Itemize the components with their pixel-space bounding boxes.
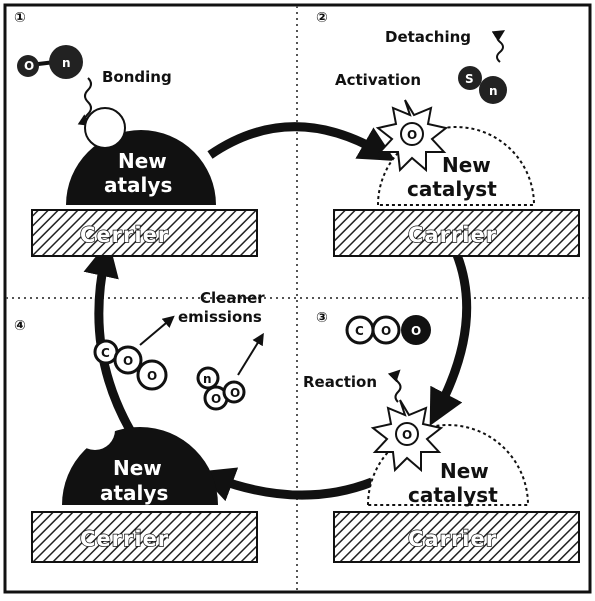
catalyst-label: New bbox=[442, 153, 491, 177]
atom-label: S bbox=[465, 72, 474, 86]
atom-label: n bbox=[203, 372, 212, 386]
catalyst-label: atalys bbox=[100, 481, 168, 505]
atom-label: O bbox=[411, 324, 421, 338]
active-site bbox=[75, 410, 115, 450]
carrier-label: Cerrier bbox=[80, 223, 169, 247]
carrier-label: Carrier bbox=[408, 223, 497, 247]
step-number: ③ bbox=[316, 310, 328, 326]
catalyst-label: atalys bbox=[104, 173, 172, 197]
catalyst-label: New bbox=[113, 456, 162, 480]
cleaner-emissions-label: Cleaner bbox=[200, 289, 265, 307]
catalyst-label: catalyst bbox=[408, 483, 498, 507]
step-number: ② bbox=[316, 10, 328, 26]
step-number: ① bbox=[14, 10, 26, 26]
bonding-label: Bonding bbox=[102, 68, 172, 86]
atom-label: O bbox=[147, 369, 157, 383]
atom-label: n bbox=[489, 84, 498, 98]
atom-label: C bbox=[355, 324, 364, 338]
cleaner-emissions-label: emissions bbox=[178, 308, 262, 326]
catalyst-label: New bbox=[440, 459, 489, 483]
atom-label: O bbox=[407, 128, 417, 142]
catalyst-label: catalyst bbox=[407, 177, 497, 201]
atom-label: C bbox=[101, 346, 110, 360]
catalyst-label: New bbox=[118, 149, 167, 173]
step-number: ④ bbox=[14, 318, 26, 334]
atom-label: O bbox=[24, 59, 34, 73]
detaching-label: Detaching bbox=[385, 28, 471, 46]
atom-label: O bbox=[402, 428, 412, 442]
atom-label: O bbox=[211, 392, 221, 406]
atom-label: O bbox=[230, 386, 240, 400]
atom-label: O bbox=[123, 354, 133, 368]
atom-label: n bbox=[62, 56, 71, 70]
carrier-label: Carrier bbox=[408, 527, 497, 551]
reaction-label: Reaction bbox=[303, 373, 377, 391]
carrier-label: Cerrier bbox=[80, 527, 169, 551]
atom-label: O bbox=[381, 324, 391, 338]
active-site bbox=[85, 108, 125, 148]
activation-label: Activation bbox=[335, 71, 421, 89]
